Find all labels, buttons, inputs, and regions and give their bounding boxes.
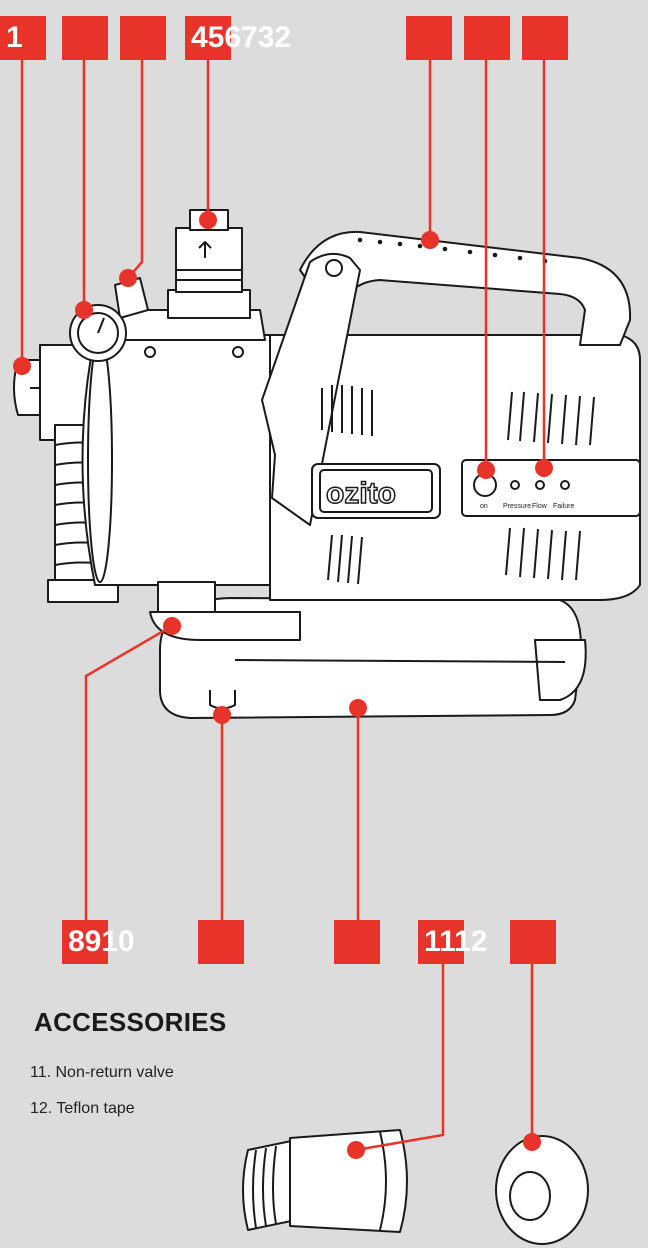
callout-badge-8: 8910 — [62, 920, 108, 964]
callout-badge-9 — [198, 920, 244, 964]
svg-text:ozito: ozito — [326, 477, 396, 510]
callout-badge-1: 1 — [0, 16, 46, 60]
leader-3 — [128, 60, 142, 278]
callout-badge-6 — [464, 16, 510, 60]
leader-3-dot — [119, 269, 137, 287]
callout-badge-7 — [522, 16, 568, 60]
leader-2-dot — [75, 301, 93, 319]
pump-head — [83, 335, 301, 585]
leader-6-dot — [477, 461, 495, 479]
panel-label-flow: Flow — [532, 503, 548, 510]
outlet-top — [168, 290, 250, 318]
leader-10-dot — [349, 699, 367, 717]
panel-label-pressure: Pressure — [503, 503, 531, 510]
leader-1-dot — [13, 357, 31, 375]
base-foot — [535, 640, 586, 700]
leader-7-dot — [535, 459, 553, 477]
non-return-valve — [243, 1140, 296, 1230]
callout-badge-5 — [406, 16, 452, 60]
leader-11 — [356, 964, 443, 1150]
leader-5-dot — [421, 231, 439, 249]
callout-badge-10 — [334, 920, 380, 964]
panel-label-failure: Failure — [553, 503, 575, 510]
callout-badge-4: 456732 — [185, 16, 231, 60]
accessory-item-12: 12. Teflon tape — [30, 1100, 135, 1118]
ozito-logo: ozito — [326, 477, 396, 510]
panel-label-on: on — [480, 503, 488, 510]
leader-11-dot — [347, 1141, 365, 1159]
accessories-title: ACCESSORIES — [34, 1007, 227, 1038]
callout-badge-3 — [120, 16, 166, 60]
callout-badge-12 — [510, 920, 556, 964]
leader-4-dot — [199, 211, 217, 229]
leader-12-dot — [523, 1133, 541, 1151]
leader-8-dot — [163, 617, 181, 635]
callout-badge-2 — [62, 16, 108, 60]
callout-badge-11: 1112 — [418, 920, 464, 964]
accessory-item-11: 11. Non-return valve — [30, 1064, 174, 1082]
leader-9-dot — [213, 706, 231, 724]
